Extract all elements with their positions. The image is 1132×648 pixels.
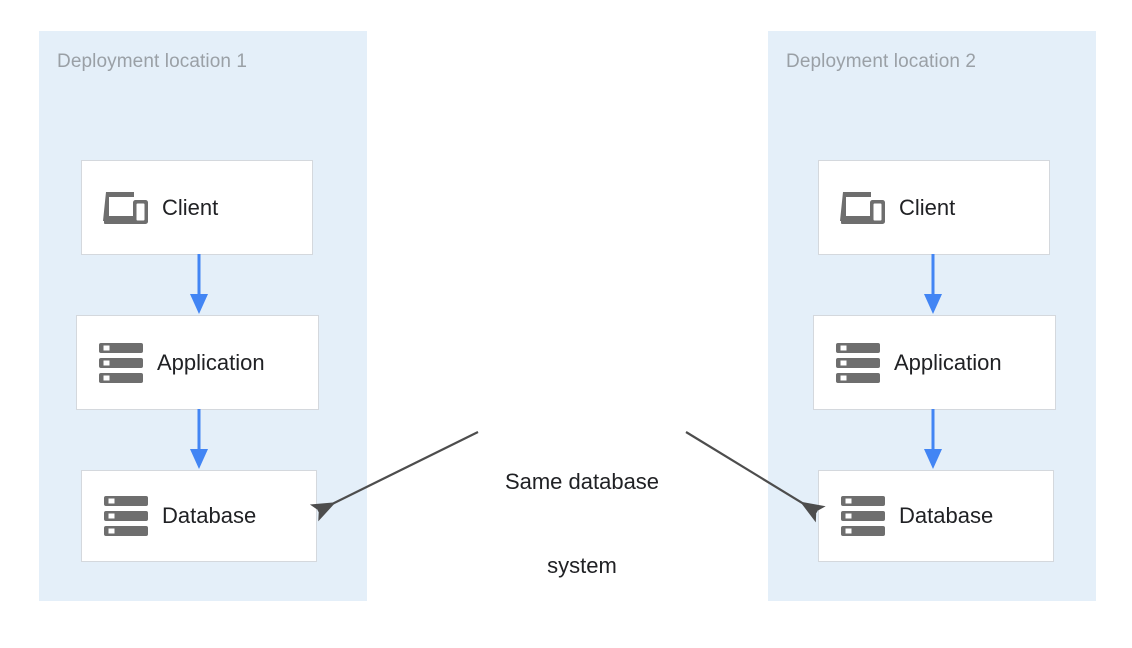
connector-application-2-to-database-2	[922, 409, 944, 471]
node-client-2[interactable]: Client	[818, 160, 1050, 255]
node-client-1-label: Client	[162, 194, 219, 220]
server-icon	[95, 341, 147, 385]
node-application-1-label: Application	[157, 349, 265, 375]
server-icon	[100, 494, 152, 538]
zone-1-label: Deployment location 1	[57, 51, 248, 72]
connector-application-1-to-database-1	[188, 409, 210, 471]
devices-icon	[837, 186, 889, 230]
callout-line-2: system	[547, 553, 617, 578]
server-icon	[837, 494, 889, 538]
connector-client-2-to-application-2	[922, 254, 944, 316]
zone-2-label: Deployment location 2	[786, 51, 977, 72]
connector-client-1-to-application-1	[188, 254, 210, 316]
callout-line-1: Same database	[504, 469, 660, 494]
node-database-1-label: Database	[162, 503, 257, 528]
server-icon	[832, 341, 884, 385]
node-database-2[interactable]: Database	[818, 470, 1054, 562]
node-client-2-label: Client	[899, 194, 956, 220]
node-database-1[interactable]: Database	[81, 470, 317, 562]
node-application-2-label: Application	[894, 349, 1002, 375]
devices-icon	[100, 186, 152, 230]
node-application-2[interactable]: Application	[813, 315, 1056, 410]
node-client-1[interactable]: Client	[81, 160, 313, 255]
node-database-2-label: Database	[899, 503, 994, 528]
callout-same-database-system: Same database system	[452, 412, 712, 636]
node-application-1[interactable]: Application	[76, 315, 319, 410]
